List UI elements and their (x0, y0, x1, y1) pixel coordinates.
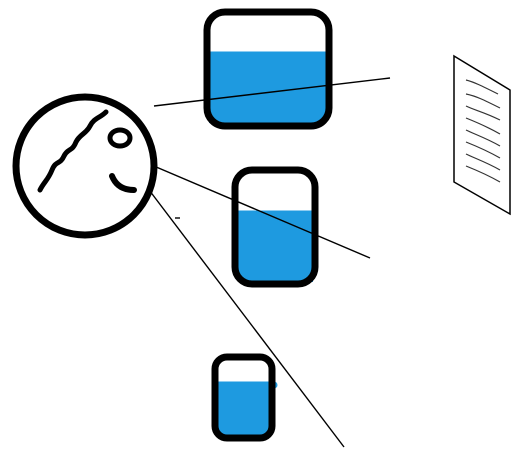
circle-small-ring (107, 127, 133, 149)
beaker-medium-water (238, 215, 313, 282)
paper-sheet-lines (465, 79, 501, 183)
beaker-large-outline (203, 8, 333, 130)
paper-sheet-icon (453, 54, 511, 216)
connector-line-middle (127, 154, 371, 259)
beaker-medium-outline (231, 166, 319, 288)
beaker-large (203, 8, 333, 130)
beaker-medium (231, 166, 319, 288)
magnifier-circle-icon (12, 93, 158, 239)
beaker-large-water (209, 56, 326, 123)
circle-outline (12, 93, 158, 239)
beaker-small-outline (211, 353, 276, 442)
beaker-small-water (217, 386, 270, 436)
circle-wavy-line (37, 109, 109, 193)
paper-sheet-outline (453, 54, 511, 216)
connector-line-top (153, 77, 391, 107)
connector-line-bottom (139, 177, 345, 448)
beaker-small (211, 353, 278, 442)
circle-hook-line (109, 173, 137, 193)
